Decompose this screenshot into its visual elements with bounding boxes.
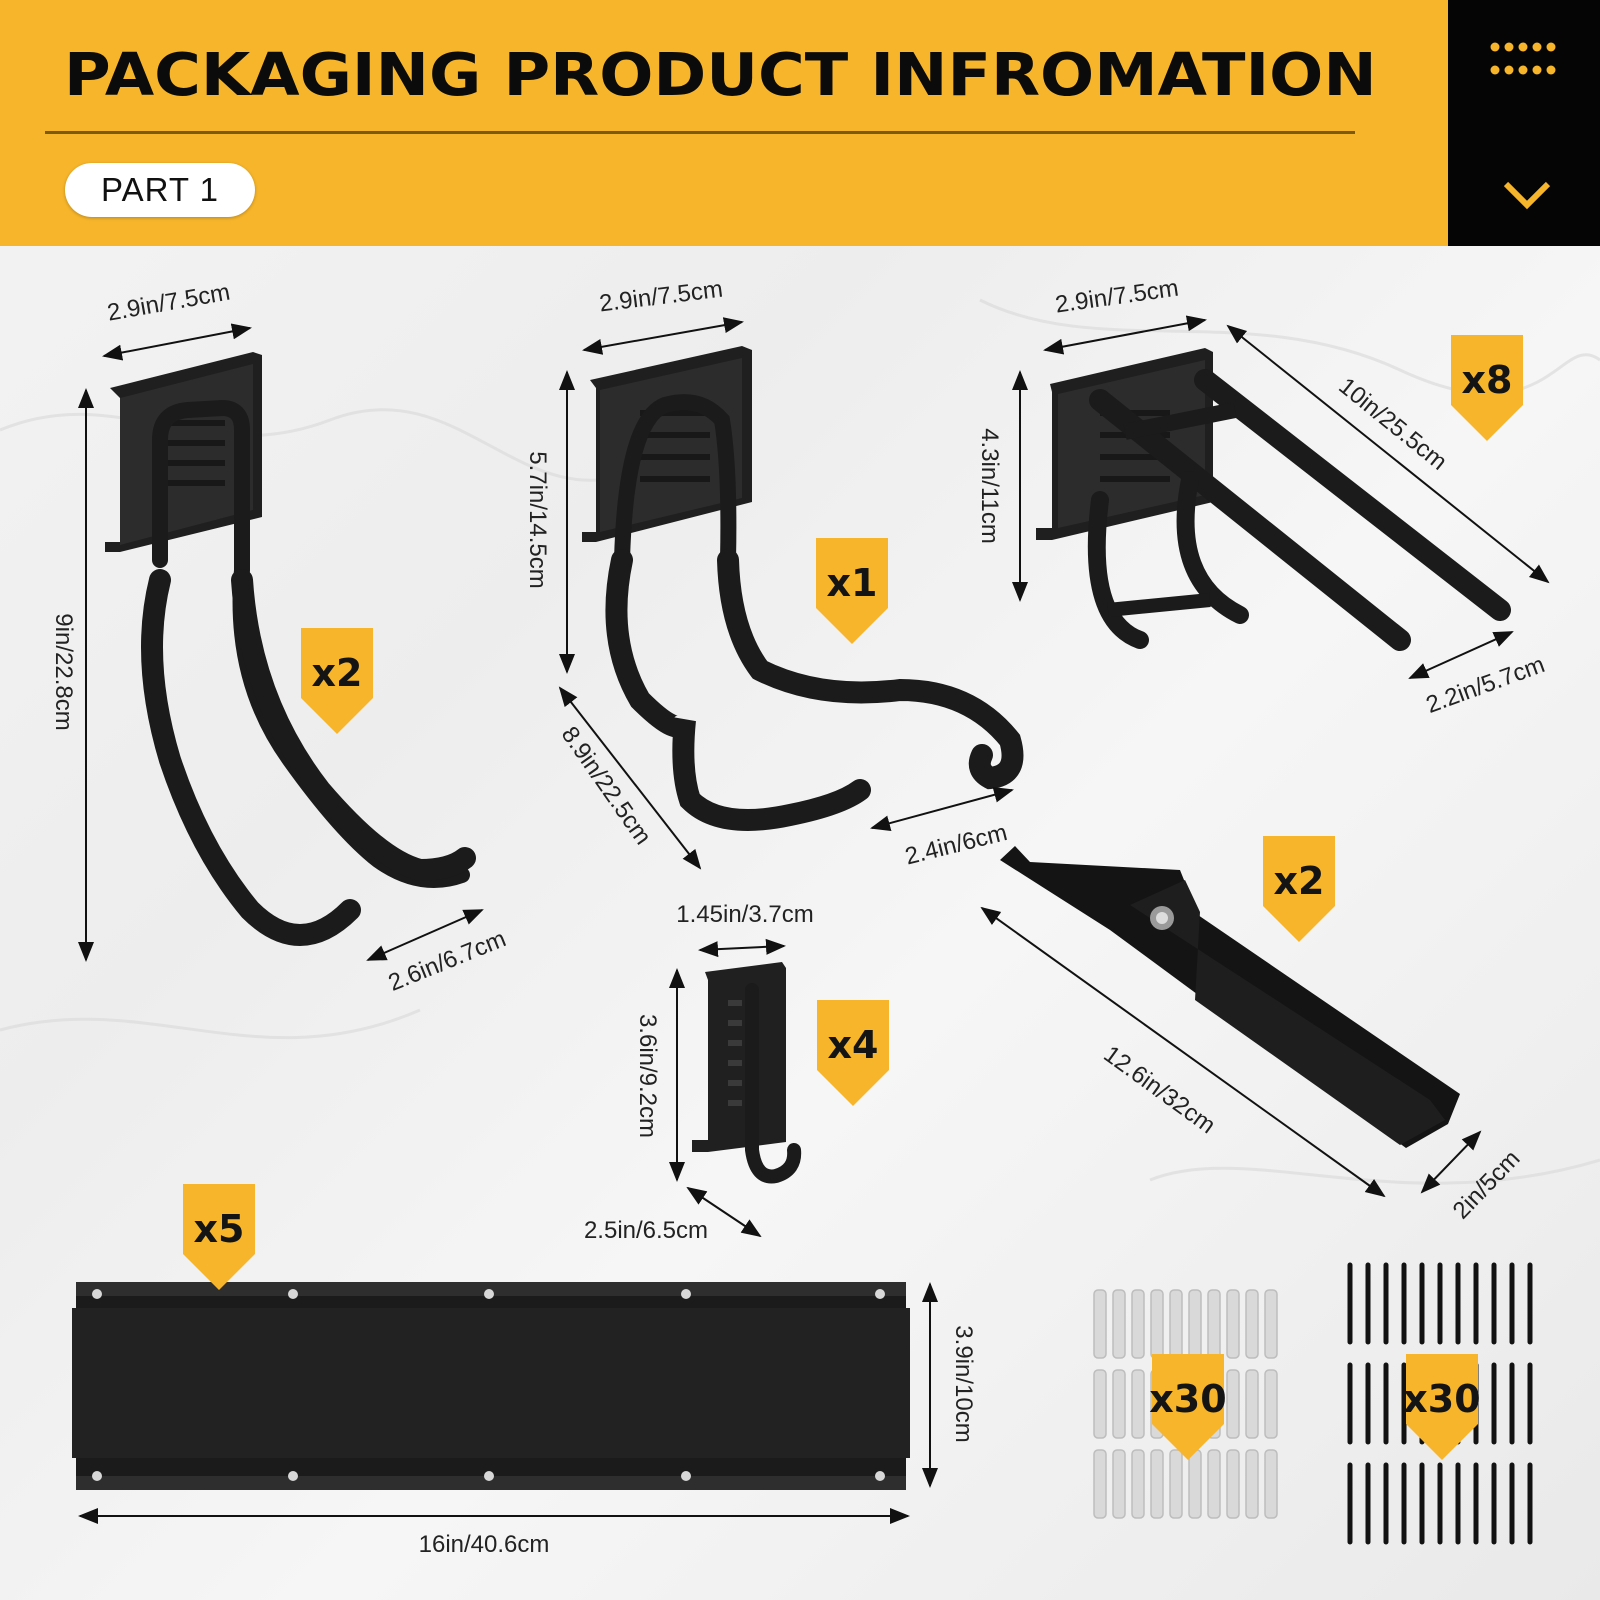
quantity-label: x1	[827, 561, 878, 605]
dimension-length: 16in/40.6cm	[419, 1531, 550, 1558]
screws	[1347, 1262, 1533, 1542]
dimension-plate-height: 5.7in/14.5cm	[524, 451, 551, 588]
dimension-arm-length: 8.9in/22.5cm	[556, 722, 657, 850]
page-title: PACKAGING PRODUCT INFROMATION	[64, 40, 1377, 109]
dimension-height: 4.3in/11cm	[976, 428, 1003, 544]
quantity-label: x4	[828, 1023, 879, 1067]
quantity-label: x30	[1403, 1377, 1480, 1421]
hook-and-loop-strap	[1000, 846, 1460, 1148]
dimension-height: 9in/22.8cm	[50, 613, 77, 730]
title-divider	[45, 131, 1355, 134]
small-j-hook	[692, 962, 802, 1184]
chevron-down-icon	[1503, 181, 1551, 210]
dots-grid-icon	[1490, 42, 1556, 75]
wall-rail	[72, 1282, 910, 1490]
dimension-arm-spacing: 2.2in/5.7cm	[1423, 651, 1549, 719]
bike-cradle-hook	[582, 346, 1024, 831]
dimension-top-width: 2.9in/7.5cm	[598, 276, 724, 318]
dimension-width: 1.45in/3.7cm	[676, 901, 813, 928]
dimension-tip-width: 2.6in/6.7cm	[385, 925, 510, 997]
dimension-top-width: 2.9in/7.5cm	[1054, 275, 1181, 319]
dimension-width: 2in/5cm	[1448, 1145, 1526, 1224]
part-badge: PART 1	[65, 163, 255, 217]
quantity-label: x30	[1149, 1377, 1226, 1421]
wall-anchors	[1093, 1289, 1278, 1519]
quantity-label: x8	[1462, 358, 1513, 402]
quantity-label: x5	[194, 1207, 245, 1251]
dimension-top-width: 2.9in/7.5cm	[105, 279, 232, 327]
part-label: PART 1	[101, 171, 219, 208]
quantity-label: x2	[1274, 859, 1325, 903]
dimension-height: 3.6in/9.2cm	[634, 1014, 661, 1138]
quantity-label: x2	[312, 651, 363, 695]
dimension-gap-width: 2.4in/6cm	[902, 819, 1010, 870]
dimension-height: 3.9in/10cm	[950, 1325, 977, 1442]
dimension-length: 12.6in/32cm	[1099, 1041, 1221, 1140]
u-shaped-double-hook	[1036, 348, 1511, 651]
dimension-depth: 2.5in/6.5cm	[584, 1217, 708, 1244]
double-bike-hook	[105, 352, 476, 946]
